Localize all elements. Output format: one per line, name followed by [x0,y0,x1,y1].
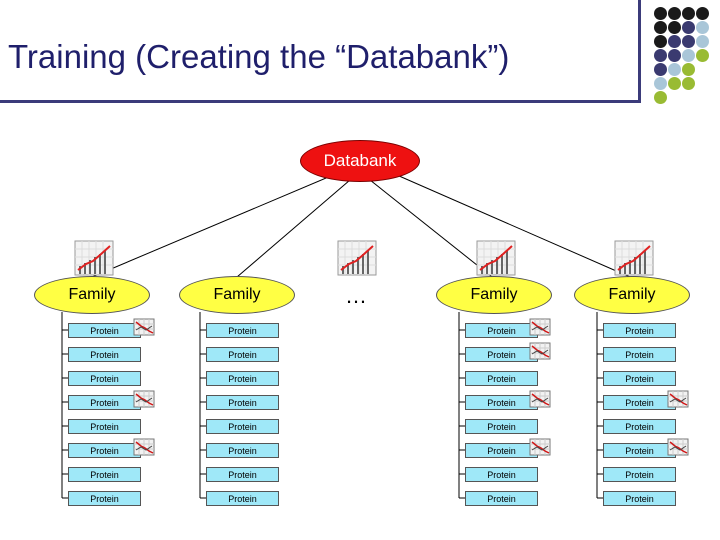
line-chart-icon [529,318,551,336]
decor-dot [668,21,681,34]
family-node-3: Family [436,276,552,314]
decor-dot [668,35,681,48]
decor-dot [696,49,709,62]
decor-dot [654,77,667,90]
bar-chart-icon [337,240,377,276]
decor-dot [682,21,695,34]
decor-dot [696,7,709,20]
protein-box: Protein [206,467,279,482]
connector-databank-family-1 [91,169,346,278]
protein-box: Protein [603,467,676,482]
protein-box: Protein [206,419,279,434]
protein-box: Protein [68,323,141,338]
protein-box: Protein [603,443,676,458]
title-underline [0,100,640,103]
decor-dot [668,7,681,20]
protein-box: Protein [68,491,141,506]
protein-box: Protein [465,395,538,410]
protein-box: Protein [206,443,279,458]
line-chart-icon [133,438,155,456]
decor-dot [682,35,695,48]
protein-box: Protein [206,371,279,386]
decor-dot [682,49,695,62]
line-chart-icon [529,390,551,408]
protein-box: Protein [206,323,279,338]
protein-box: Protein [465,323,538,338]
protein-box: Protein [206,395,279,410]
protein-box: Protein [465,491,538,506]
line-chart-icon [133,390,155,408]
title-vertical-rule [638,0,641,103]
protein-box: Protein [603,371,676,386]
decor-dot [682,63,695,76]
protein-box: Protein [603,347,676,362]
connector-databank-family-2 [236,179,351,278]
decor-dot [668,77,681,90]
protein-box: Protein [465,443,538,458]
protein-box: Protein [465,419,538,434]
decor-dot [668,63,681,76]
decor-dot [654,7,667,20]
protein-box: Protein [68,347,141,362]
decor-dot [654,35,667,48]
protein-box: Protein [206,491,279,506]
databank-node: Databank [300,140,420,182]
protein-box: Protein [603,491,676,506]
line-chart-icon [667,438,689,456]
protein-box: Protein [603,395,676,410]
family-node-1: Family [34,276,150,314]
decor-dot [654,63,667,76]
bar-chart-icon [614,240,654,276]
decor-dot [696,35,709,48]
protein-box: Protein [68,395,141,410]
decorative-dot-grid [650,5,720,105]
decor-dot [654,91,667,104]
protein-box: Protein [68,443,141,458]
protein-box: Protein [206,347,279,362]
decor-dot [654,21,667,34]
protein-box: Protein [68,467,141,482]
protein-box: Protein [68,419,141,434]
slide-title: Training (Creating the “Databank”) [8,38,510,75]
decor-dot [654,49,667,62]
ellipsis: … [345,283,367,308]
protein-box: Protein [465,371,538,386]
decor-dot [696,21,709,34]
protein-box: Protein [603,419,676,434]
bar-chart-icon [476,240,516,276]
decor-dot [682,7,695,20]
connector-databank-family-3 [369,179,493,278]
protein-box: Protein [603,323,676,338]
protein-box: Protein [465,347,538,362]
line-chart-icon [667,390,689,408]
family-node-4: Family [574,276,690,314]
line-chart-icon [529,438,551,456]
decor-dot [682,77,695,90]
protein-box: Protein [68,371,141,386]
protein-box: Protein [465,467,538,482]
line-chart-icon [529,342,551,360]
connector-databank-family-4 [389,171,631,278]
decor-dot [668,49,681,62]
bar-chart-icon [74,240,114,276]
line-chart-icon [133,318,155,336]
family-node-2: Family [179,276,295,314]
